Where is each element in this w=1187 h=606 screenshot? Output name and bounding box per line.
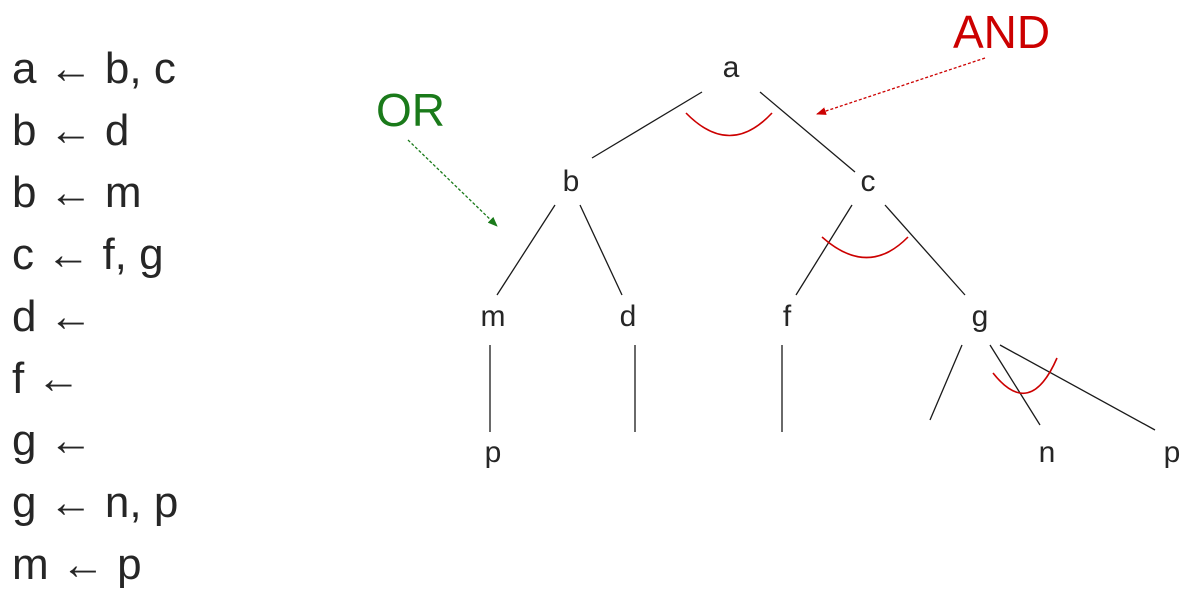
edge-g-leaf bbox=[929, 344, 963, 421]
rule-item: c ← f, g bbox=[12, 230, 164, 279]
rule-item: f ← bbox=[12, 354, 81, 403]
node-p-under-m: p bbox=[485, 436, 502, 469]
rule-item: a ← b, c bbox=[12, 44, 176, 93]
edge-g-p bbox=[999, 344, 1156, 431]
and-arc-a bbox=[685, 112, 773, 137]
and-label: AND bbox=[953, 6, 1050, 58]
edge-a-c bbox=[759, 91, 856, 173]
or-label: OR bbox=[376, 84, 445, 136]
annotations: OR AND bbox=[376, 6, 1050, 227]
node-g: g bbox=[972, 300, 989, 333]
node-n: n bbox=[1039, 436, 1056, 469]
node-f: f bbox=[783, 300, 792, 333]
rule-item: g ← n, p bbox=[12, 478, 179, 527]
and-arc-c bbox=[821, 236, 909, 259]
or-arrow bbox=[407, 139, 498, 227]
node-d: d bbox=[620, 300, 637, 333]
rule-item: d ← bbox=[12, 292, 93, 341]
rule-item: b ← d bbox=[12, 106, 130, 155]
node-c: c bbox=[861, 165, 876, 198]
edge-b-m bbox=[496, 204, 556, 296]
and-arcs bbox=[685, 112, 1058, 395]
edge-c-f bbox=[795, 204, 853, 296]
tree-edges bbox=[489, 91, 1156, 432]
edge-b-d bbox=[579, 204, 623, 296]
and-arrow bbox=[816, 57, 986, 115]
edge-g-n bbox=[989, 344, 1041, 426]
rule-item: b ← m bbox=[12, 168, 142, 217]
rule-item: g ← bbox=[12, 416, 93, 465]
and-arc-g bbox=[992, 357, 1058, 395]
edge-c-g bbox=[884, 204, 966, 296]
node-a: a bbox=[723, 51, 740, 84]
rule-item: m ← p bbox=[12, 540, 142, 589]
edge-a-b bbox=[591, 91, 703, 159]
node-m: m bbox=[481, 300, 506, 333]
node-p-under-g: p bbox=[1164, 436, 1181, 469]
node-b: b bbox=[563, 165, 580, 198]
tree-nodes: a b c m d f g p n p bbox=[481, 51, 1181, 469]
rule-list: a ← b, c b ← d b ← m c ← f, g d ← f ← g … bbox=[12, 38, 178, 596]
